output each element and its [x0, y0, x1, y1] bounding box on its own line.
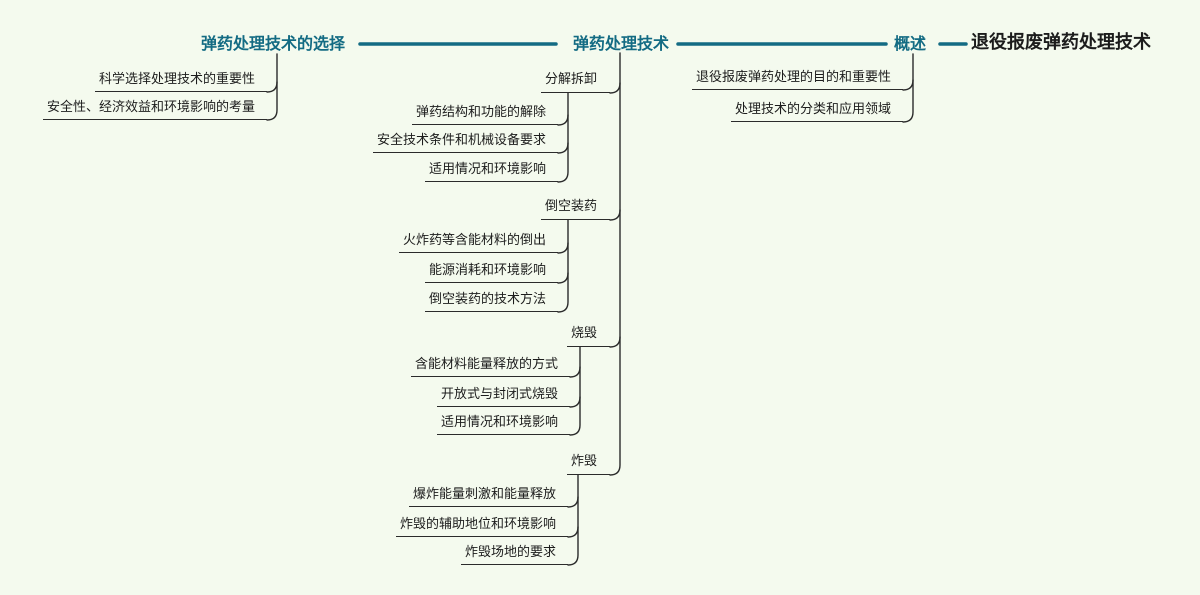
- node-burning-applicability[interactable]: 适用情况和环境影响: [436, 416, 570, 435]
- branch-burning[interactable]: 烧毁: [566, 327, 610, 347]
- node-selection-importance[interactable]: 科学选择处理技术的重要性: [94, 73, 267, 92]
- branch-demolition[interactable]: 炸毁: [566, 455, 610, 475]
- node-disassembly-structure[interactable]: 弹药结构和功能的解除: [411, 106, 558, 125]
- node-burning-open-closed[interactable]: 开放式与封闭式烧毁: [436, 388, 570, 407]
- branch-disassembly[interactable]: 分解拆卸: [540, 73, 610, 93]
- node-overview-classification[interactable]: 处理技术的分类和应用领域: [730, 103, 903, 122]
- topic-tech-selection[interactable]: 弹药处理技术的选择: [200, 34, 345, 53]
- topic-overview[interactable]: 概述: [894, 34, 927, 53]
- node-demolition-energy[interactable]: 爆炸能量刺激和能量释放: [408, 488, 568, 507]
- node-emptying-pourout[interactable]: 火炸药等含能材料的倒出: [398, 234, 558, 253]
- node-selection-considerations[interactable]: 安全性、经济效益和环境影响的考量: [42, 101, 267, 120]
- node-demolition-auxiliary[interactable]: 炸毁的辅助地位和环境影响: [395, 518, 568, 537]
- node-disassembly-safety[interactable]: 安全技术条件和机械设备要求: [372, 134, 558, 153]
- branch-links: [266, 52, 914, 566]
- topic-treatment-tech[interactable]: 弹药处理技术: [573, 34, 670, 53]
- node-demolition-site[interactable]: 炸毁场地的要求: [460, 546, 568, 565]
- node-burning-energy-release[interactable]: 含能材料能量释放的方式: [410, 358, 570, 377]
- root-node[interactable]: 退役报废弹药处理技术: [971, 32, 1151, 53]
- node-emptying-energy[interactable]: 能源消耗和环境影响: [424, 264, 558, 283]
- branch-emptying-charge[interactable]: 倒空装药: [540, 200, 610, 220]
- node-emptying-methods[interactable]: 倒空装药的技术方法: [424, 293, 558, 312]
- node-disassembly-applicability[interactable]: 适用情况和环境影响: [424, 163, 558, 182]
- node-overview-purpose[interactable]: 退役报废弹药处理的目的和重要性: [691, 71, 903, 90]
